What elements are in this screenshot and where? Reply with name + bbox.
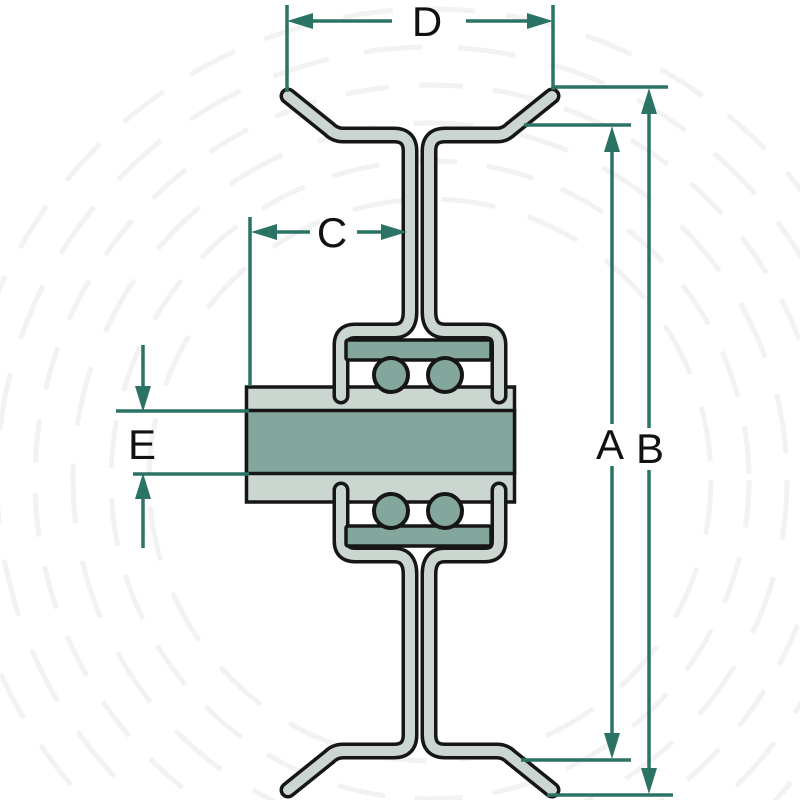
e-arrowhead-up: [135, 473, 151, 499]
d-arrowhead-right: [527, 13, 553, 29]
b-arrowhead-up: [641, 88, 657, 114]
dimension-c: [248, 217, 407, 386]
dimension-graphics: [116, 5, 673, 797]
dimension-label-e: E: [128, 421, 156, 468]
c-arrowhead-right: [381, 224, 407, 240]
bearing-races: [344, 338, 493, 548]
dimension-label-b: B: [636, 425, 664, 472]
hub-bore-core: [244, 408, 517, 476]
bearing-race-top: [344, 338, 493, 362]
c-arrowhead-left: [251, 224, 277, 240]
ball-top-left: [372, 356, 410, 394]
d-arrowhead-left: [287, 13, 313, 29]
dimension-b: [547, 85, 673, 797]
dimension-e: [116, 345, 249, 548]
ball-bottom-left: [372, 492, 410, 530]
dimension-label-d: D: [412, 0, 442, 45]
e-arrowhead-down: [135, 386, 151, 412]
bearing-balls: [372, 356, 464, 530]
dimension-d: [285, 5, 555, 92]
a-arrowhead-down: [604, 733, 620, 759]
ball-bottom-right: [426, 492, 464, 530]
ball-top-right: [426, 356, 464, 394]
dimension-a: [521, 123, 631, 762]
dimension-label-c: C: [317, 209, 347, 256]
dimension-labels: D C E A B: [128, 0, 664, 472]
hub-block: [244, 385, 517, 504]
bearing-race-bottom: [344, 524, 493, 548]
wheel-sheet-profile: [279, 87, 561, 799]
b-arrowhead-down: [641, 768, 657, 794]
a-arrowhead-up: [604, 126, 620, 152]
dimension-label-a: A: [596, 421, 624, 468]
sheet-cores: [283, 91, 557, 795]
